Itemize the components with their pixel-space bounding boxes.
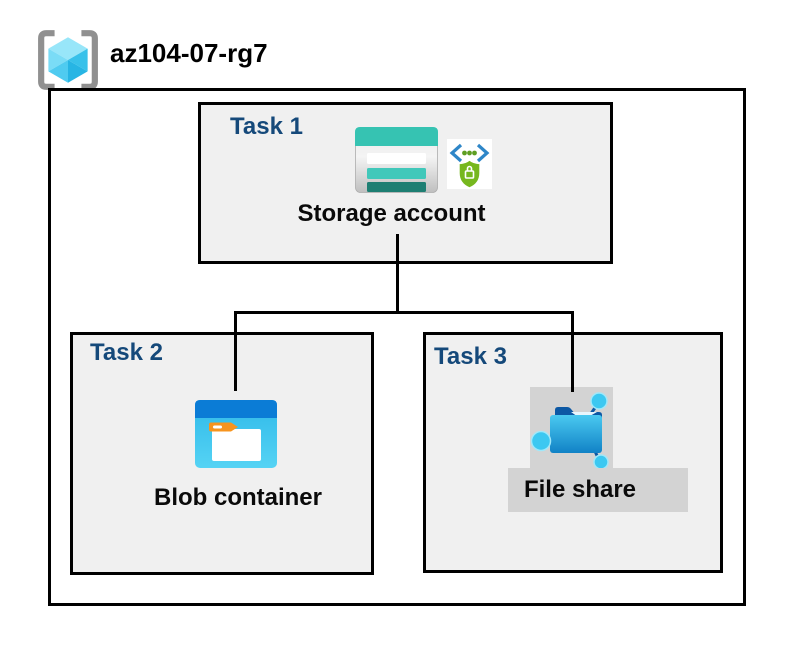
resource-group-name: az104-07-rg7 [110,38,268,68]
storage-account-label: Storage account [297,200,486,227]
task1-box: Task 1 Sto [198,102,613,264]
blob-container-icon [195,400,277,468]
connector-to-fileshare [571,311,574,392]
file-share-icon [530,392,609,470]
task2-label: Task 2 [90,339,163,366]
connector-branch-horizontal [234,311,574,314]
connector-to-blob [234,311,237,391]
file-share-label-background: File share [508,468,688,512]
resource-group-icon [38,30,98,90]
connector-storage-down [396,234,399,314]
file-share-label: File share [523,476,637,503]
storage-account-icon [355,127,438,193]
sas-shield-lock-icon [447,139,492,189]
task3-label: Task 3 [434,343,507,370]
task1-label: Task 1 [230,113,303,140]
blob-container-label: Blob container [153,484,322,511]
task2-box: Task 2 Blob container [70,332,374,575]
file-share-icon-background [530,387,613,470]
